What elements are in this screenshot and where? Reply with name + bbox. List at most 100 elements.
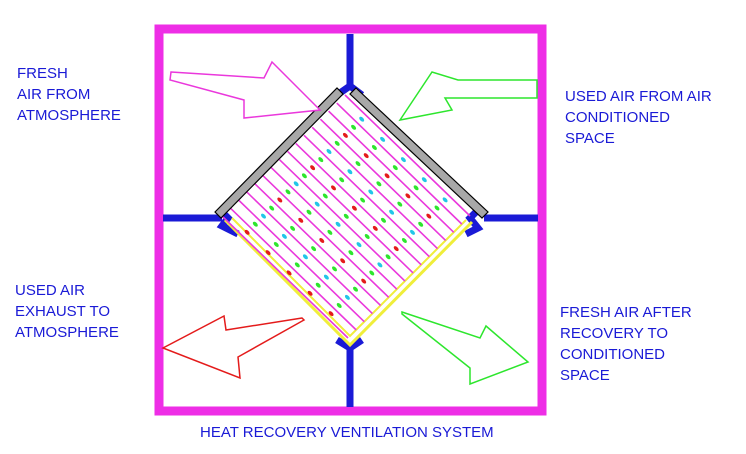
plate-line [319,118,447,241]
airflow-dot [334,140,340,146]
airflow-dot [339,177,345,183]
airflow-dot [368,189,374,195]
airflow-dot [327,229,333,235]
label-line: SPACE [565,130,615,147]
airflow-dot [290,225,296,231]
airflow-dot [359,116,365,122]
plate-line [328,110,455,233]
airflow-dot [347,169,353,175]
airflow-dot [371,145,377,150]
airflow-dot [410,229,415,235]
airflow-dot [322,193,328,199]
airflow-dot [351,124,357,130]
airflow-dot [306,209,312,215]
label-line: FRESH AIR AFTER [560,304,692,321]
label-line: USED AIR FROM AIR [565,88,712,105]
airflow-dot [277,197,283,203]
plate-line [221,215,349,339]
airflow-dot [336,303,342,308]
airflow-dot [421,177,427,183]
core-casing-left [214,87,344,219]
airflow-dot [244,229,250,235]
label-fresh-air-after: FRESH AIR AFTER RECOVERY TO CONDITIONED … [560,302,692,386]
airflow-dot [294,262,300,268]
airflow-dot [340,258,346,264]
heat-exchanger-core [214,87,489,348]
plate-line [229,207,357,331]
used-air-in-arrow [398,71,538,122]
label-line: FRESH [17,65,68,82]
airflow-dot [335,221,341,227]
airflow-dot [393,246,399,252]
airflow-dot [355,161,361,167]
airflow-dot [261,213,266,219]
airflow-dot [369,270,375,276]
airflow-dot [285,189,291,195]
airflow-dot [401,238,407,243]
airflow-dot [286,270,292,276]
airflow-dot [326,149,332,154]
airflow-dot [372,225,378,231]
label-line: ATMOSPHERE [15,324,119,341]
airflow-dot [385,254,391,260]
airflow-dot [273,242,279,247]
airflow-dot [351,205,357,211]
airflow-dot [380,136,386,142]
plate-line [270,167,398,290]
core-casing-right [349,87,489,219]
label-line: USED AIR [15,282,86,299]
airflow-dot [331,185,336,191]
label-line: SPACE [560,367,610,384]
diagram-caption: HEAT RECOVERY VENTILATION SYSTEM [200,424,494,441]
plate-line [287,150,414,274]
exchanger-plates [221,94,471,339]
airflow-dot [314,201,320,207]
plate-line [254,183,382,307]
airflow-dot [442,197,448,203]
core-seal [223,218,474,348]
airflow-dot [252,221,258,227]
airflow-dot [363,153,369,159]
plate-line [336,102,463,225]
airflow-dot [381,217,386,223]
airflow-dot [426,213,432,219]
plate-line [246,191,373,315]
plate-line [295,142,422,266]
airflow-dot [377,262,383,268]
airflow-dot [418,221,424,227]
airflow-dot [364,234,370,239]
exhaust-arrow [161,314,306,380]
housing-frame [154,24,547,416]
label-line: RECOVERY TO [560,325,669,342]
airflow-dot [332,266,337,272]
airflow-dot [318,157,324,163]
airflow-dot [400,157,406,163]
airflow-dot [343,213,349,219]
airflow-dot [389,209,395,215]
label-used-air-from: USED AIR FROM AIR CONDITIONED SPACE [565,86,712,149]
airflow-dot [298,217,304,223]
airflow-dot [328,311,334,317]
label-line: AIR FROM [17,86,91,103]
airflow-dot [301,173,307,179]
airflow-dot [315,282,321,288]
plate-line [278,158,406,282]
airflow-dot [344,294,350,300]
airflow-dot [405,193,411,199]
fresh-air-in-arrow [169,60,322,119]
airflow-dot [265,250,271,256]
airflow-dot [360,197,366,203]
plate-line [237,199,365,323]
airflow-dot [356,242,362,248]
plate-line [262,175,390,298]
label-line: EXHAUST TO [15,303,111,320]
airflow-dot [384,173,390,179]
plate-line [303,134,430,258]
airflow-dot [281,233,287,239]
airflow-dot [361,278,367,284]
airflow-dot [319,238,325,243]
label-line: CONDITIONED [560,346,665,363]
airflow-dot [392,165,398,171]
airflow-dot [376,181,382,187]
airflow-dot [311,246,317,252]
